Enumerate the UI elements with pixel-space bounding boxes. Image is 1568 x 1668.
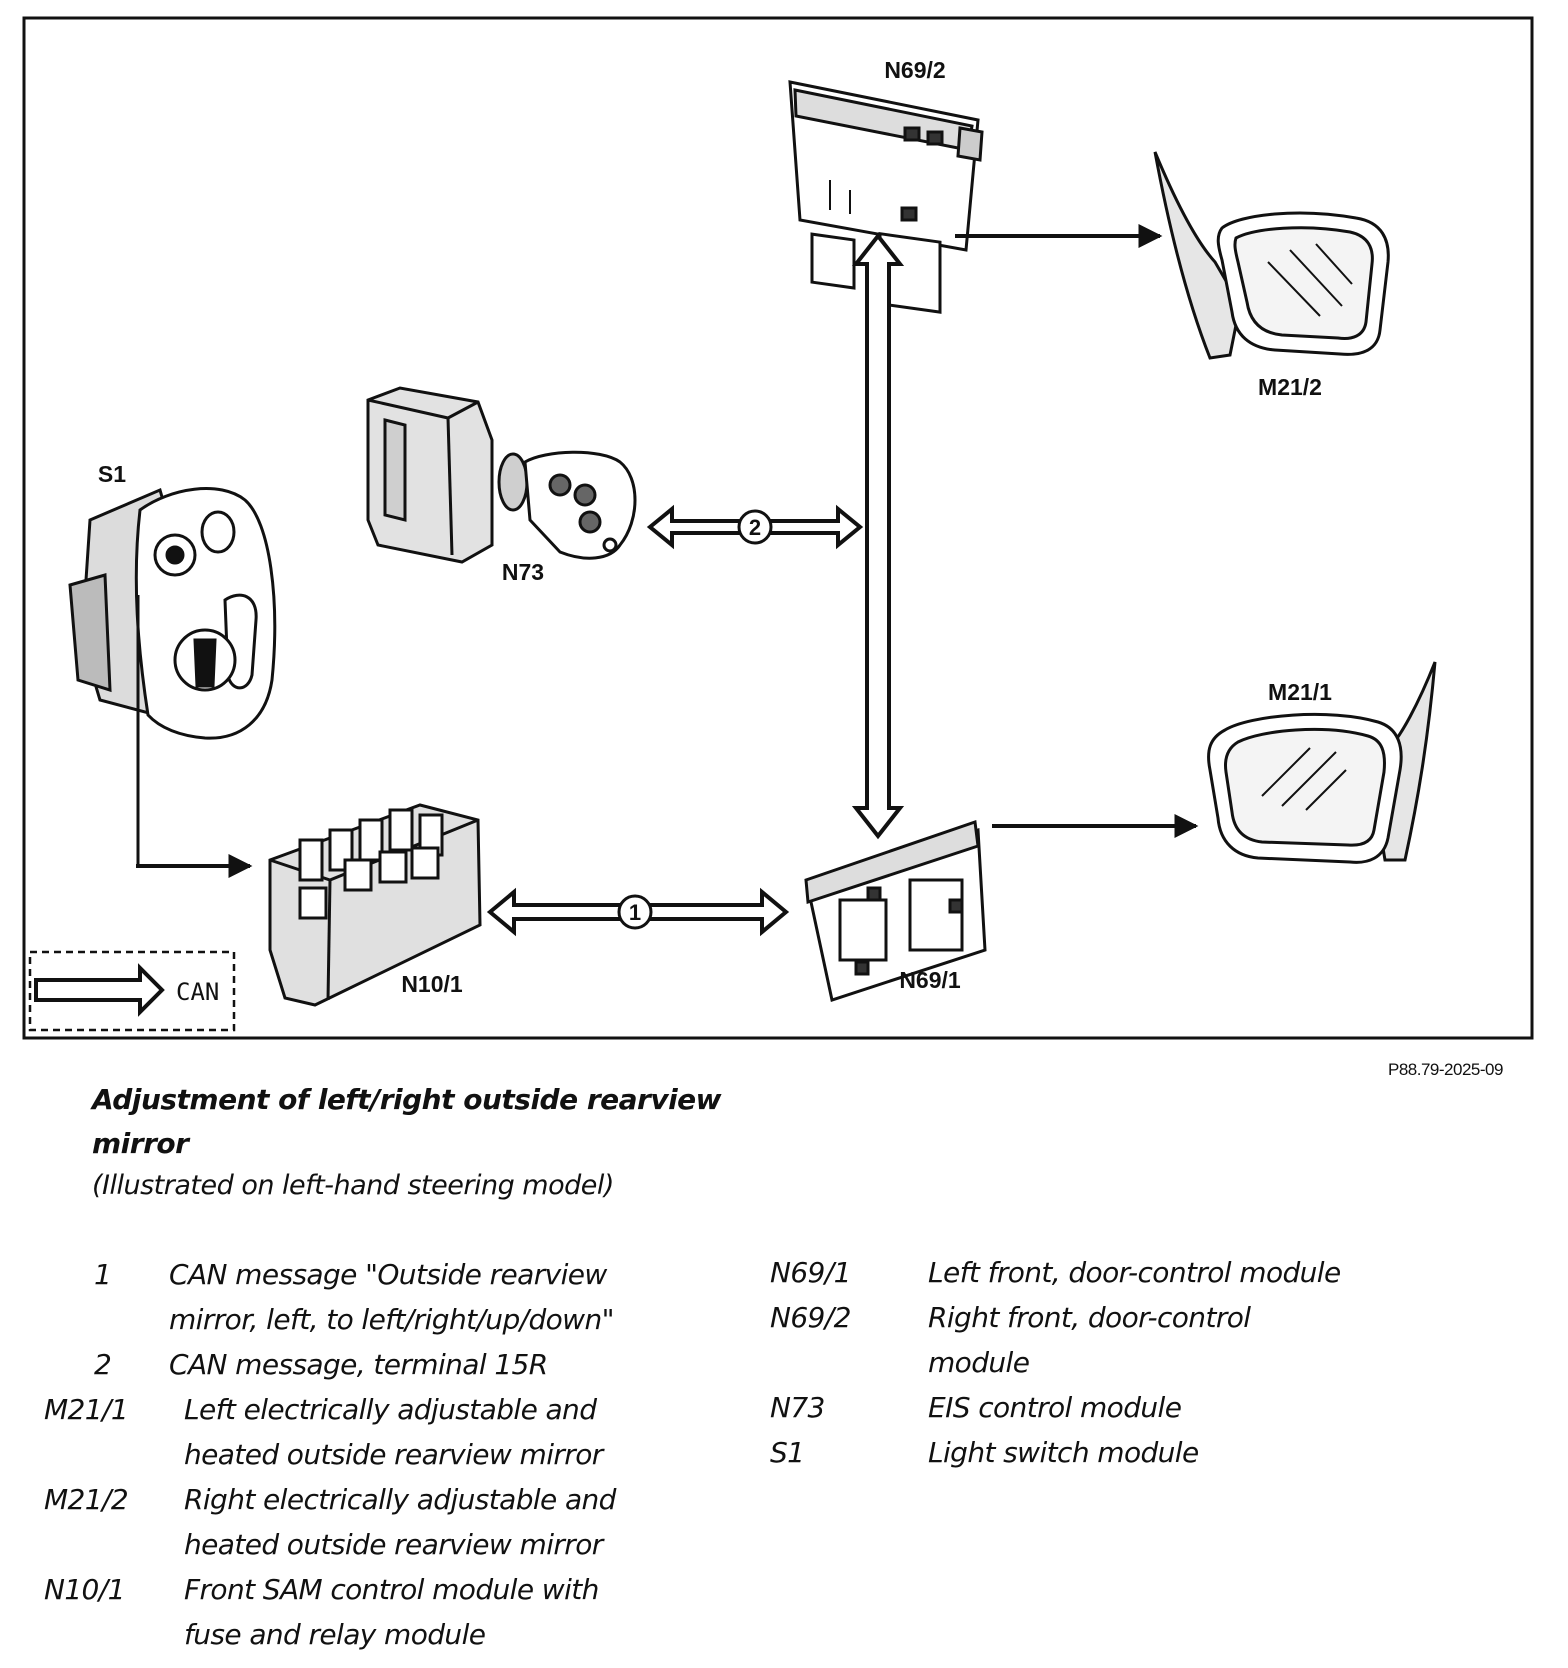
can-legend-box: CAN <box>28 950 236 1032</box>
s1-light-switch-icon <box>68 487 277 740</box>
legend-description-line: mirror, left, to left/right/up/down" <box>169 1303 614 1336</box>
caption-subtitle: (Illustrated on left-hand steering model… <box>92 1170 614 1201</box>
legend-description-line: CAN message, terminal 15R <box>169 1348 548 1381</box>
legend-item: N10/1 Front SAM control module with fuse a… <box>44 1567 734 1657</box>
legend-description: Light switch module <box>928 1430 1470 1475</box>
can-message-1-arrow: 1 <box>486 887 790 937</box>
diagram-canvas: N69/2 M21/2 S1 N73 <box>22 16 1534 1040</box>
n73-eis-module-icon <box>366 386 494 564</box>
label-n10-1: N10/1 <box>401 971 463 997</box>
legend-description: CAN message "Outside rearview mirror, lef… <box>169 1252 734 1342</box>
legend-code: N73 <box>770 1391 825 1424</box>
legend-item: M21/2 Right electrically adjustable and he… <box>44 1477 734 1567</box>
legend-code: N69/2 <box>770 1301 851 1334</box>
legend-description-line: Front SAM control module with <box>184 1573 599 1606</box>
legend-code: M21/2 <box>44 1483 129 1516</box>
m21-2-mirror-icon <box>1153 151 1390 360</box>
legend-left: 1 CAN message "Outside rearview mirror, le… <box>44 1252 734 1657</box>
door-module-link-arrow <box>851 232 905 840</box>
legend-description: Right front, door-control module <box>928 1295 1470 1385</box>
legend-item: 2 CAN message, terminal 15R <box>44 1342 734 1387</box>
caption-title: Adjustment of left/right outside rearvie… <box>92 1083 722 1160</box>
legend-description-line: heated outside rearview mirror <box>184 1528 603 1561</box>
legend-description: Left front, door-control module <box>928 1250 1470 1295</box>
legend-code: S1 <box>770 1436 805 1469</box>
can-message-1-number: 1 <box>629 900 641 925</box>
legend-description-line: Left electrically adjustable and <box>184 1393 597 1426</box>
legend-description-line: Right front, door-control <box>928 1301 1251 1334</box>
legend-description-line: Left front, door-control module <box>928 1256 1341 1289</box>
legend-description: Left electrically adjustable and heated o… <box>184 1387 734 1477</box>
legend-description-line: Light switch module <box>928 1436 1199 1469</box>
legend-item: 1 CAN message "Outside rearview mirror, le… <box>44 1252 734 1342</box>
n10-1-sam-module-icon <box>268 803 482 1007</box>
legend-description: EIS control module <box>928 1385 1470 1430</box>
legend-code: N69/1 <box>770 1256 851 1289</box>
legend-description-line: module <box>928 1346 1030 1379</box>
legend-description: CAN message, terminal 15R <box>169 1342 734 1387</box>
figure-caption: Adjustment of left/right outside rearvie… <box>92 1078 792 1206</box>
key-fob-icon <box>497 450 637 560</box>
legend-item: N69/1 Left front, door-control module <box>770 1250 1470 1295</box>
legend-item: N73 EIS control module <box>770 1385 1470 1430</box>
legend-description: Front SAM control module with fuse and re… <box>184 1567 734 1657</box>
label-s1: S1 <box>98 461 126 487</box>
label-m21-1: M21/1 <box>1268 679 1332 705</box>
legend-item: M21/1 Left electrically adjustable and hea… <box>44 1387 734 1477</box>
label-n69-2: N69/2 <box>884 57 945 83</box>
legend-code: N10/1 <box>44 1573 125 1606</box>
label-m21-2: M21/2 <box>1258 374 1322 400</box>
legend-description-line: Right electrically adjustable and <box>184 1483 616 1516</box>
m21-1-mirror-icon <box>1207 661 1437 864</box>
can-legend-label: CAN <box>176 978 219 1006</box>
legend-item: N69/2 Right front, door-control module <box>770 1295 1470 1385</box>
legend-description: Right electrically adjustable and heated … <box>184 1477 734 1567</box>
legend-code: 1 <box>94 1258 112 1291</box>
figure-code: P88.79-2025-09 <box>1388 1060 1503 1079</box>
n69-2-module-icon <box>788 80 984 314</box>
can-message-2-number: 2 <box>749 515 761 540</box>
legend-code: M21/1 <box>44 1393 129 1426</box>
legend-description-line: CAN message "Outside rearview <box>169 1258 607 1291</box>
diagram-frame <box>22 16 1534 1040</box>
legend-description-line: fuse and relay module <box>184 1618 486 1651</box>
n69-1-module-icon <box>804 819 987 1002</box>
legend-code: 2 <box>94 1348 112 1381</box>
label-n69-1: N69/1 <box>899 967 961 993</box>
label-n73: N73 <box>502 559 544 585</box>
legend-description-line: EIS control module <box>928 1391 1182 1424</box>
legend-item: S1 Light switch module <box>770 1430 1470 1475</box>
legend-description-line: heated outside rearview mirror <box>184 1438 603 1471</box>
can-message-2-arrow: 2 <box>646 504 864 550</box>
